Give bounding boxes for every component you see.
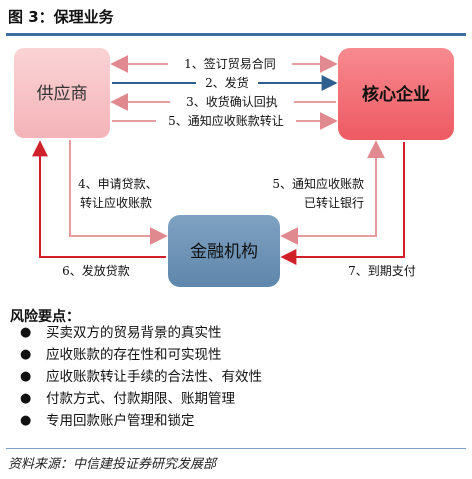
risk-list: ● 买卖双方的贸易背景的真实性 ● 应收账款的存在性和可实现性 ● 应收账款转让手续的… xyxy=(16,322,456,432)
risk-text: 专用回款账户管理和锁定 xyxy=(46,413,195,429)
supplier-label: 供应商 xyxy=(37,84,88,104)
risk-text: 付款方式、付款期限、账期管理 xyxy=(46,391,235,407)
label-step4-line2: 转让应收账款 xyxy=(80,195,152,210)
title-rule xyxy=(6,33,466,36)
risk-text: 应收账款的存在性和可实现性 xyxy=(46,347,222,363)
arrow-step4 xyxy=(69,140,168,245)
list-item: ● 应收账款的存在性和可实现性 xyxy=(16,344,456,366)
bullet-icon: ● xyxy=(20,391,32,406)
label-step5b-line1: 5、通知应收账款 xyxy=(272,176,364,191)
bullet-icon: ● xyxy=(20,413,32,428)
list-item: ● 付款方式、付款期限、账期管理 xyxy=(16,388,456,410)
arrow-step5b xyxy=(280,140,385,245)
bullet-icon: ● xyxy=(20,347,32,362)
label-bg-step5a xyxy=(156,113,296,129)
bullet-icon: ● xyxy=(20,325,32,340)
label-step1: 1、签订贸易合同 xyxy=(184,56,276,71)
list-item: ● 专用回款账户管理和锁定 xyxy=(16,410,456,432)
label-bg-step3 xyxy=(170,94,294,110)
risk-heading: 风险要点： xyxy=(10,309,80,325)
risk-text: 买卖双方的贸易背景的真实性 xyxy=(46,325,222,341)
source-note: 资料来源：中信建投证券研究发展部 xyxy=(8,457,217,472)
label-bg-step2 xyxy=(196,75,258,91)
label-bg-step1 xyxy=(168,56,292,72)
label-step2: 2、发货 xyxy=(205,75,249,90)
label-step5a: 5、通知应收账款转让 xyxy=(168,113,284,128)
label-step4-line1: 4、申请贷款、 xyxy=(78,177,158,191)
arrow-step6 xyxy=(32,140,166,258)
list-item: ● 应收账款转让手续的合法性、有效性 xyxy=(16,366,456,388)
factoring-flow-diagram: 供应商 核心企业 金融机构 1、签订贸易合同 2、发货 3、收货确认回执 5、通… xyxy=(14,48,454,287)
risk-text: 应收账款转让手续的合法性、有效性 xyxy=(46,369,262,385)
label-step3: 3、收货确认回执 xyxy=(186,94,278,109)
core-enterprise-label: 核心企业 xyxy=(362,84,430,105)
bullet-icon: ● xyxy=(20,369,32,384)
source-rule xyxy=(6,448,466,449)
supplier-node xyxy=(14,48,110,138)
arrow-step7 xyxy=(280,142,405,265)
label-step5b-line2: 已转让银行 xyxy=(304,195,364,210)
core-enterprise-node xyxy=(338,48,454,140)
label-step7: 7、到期支付 xyxy=(348,264,416,278)
figure-title: 图 3：保理业务 xyxy=(8,8,114,26)
label-step6: 6、发放贷款 xyxy=(62,263,130,278)
financial-institution-label: 金融机构 xyxy=(190,242,258,262)
financial-institution-node xyxy=(168,215,280,287)
list-item: ● 买卖双方的贸易背景的真实性 xyxy=(16,322,456,344)
